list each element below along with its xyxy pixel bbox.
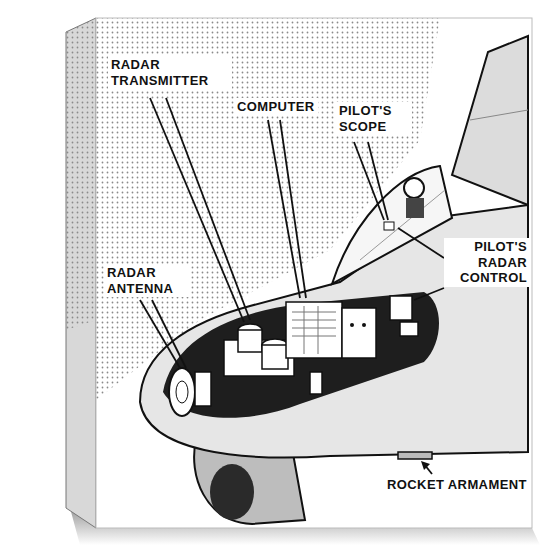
pilot-body xyxy=(406,198,424,218)
radar-control-box xyxy=(400,322,418,336)
radar-dish xyxy=(169,368,195,416)
leader-line xyxy=(152,300,186,368)
leader-line xyxy=(414,288,444,300)
radar-control-box xyxy=(390,296,412,320)
canvas-face xyxy=(96,18,532,528)
computer-box xyxy=(286,302,342,358)
computer-grid xyxy=(292,306,336,354)
part-label: RADAR ANTENNA xyxy=(104,264,190,297)
cutaway-cavity xyxy=(163,292,439,418)
canopy xyxy=(332,166,452,284)
transmitter-tube xyxy=(262,345,288,369)
computer-unit xyxy=(342,308,376,358)
knob xyxy=(362,323,366,327)
leader-line xyxy=(354,142,384,220)
leader-line xyxy=(280,120,306,298)
leader-line xyxy=(368,142,388,220)
intake-mouth xyxy=(210,464,254,520)
side-halftone xyxy=(66,18,96,330)
part-label: COMPUTER xyxy=(234,98,318,116)
antenna-mount xyxy=(195,372,211,406)
pilot-helmet xyxy=(404,178,424,198)
leader-line xyxy=(398,228,444,258)
transmitter-tube xyxy=(238,330,262,352)
rocket-pod xyxy=(398,452,432,459)
knob xyxy=(350,323,354,327)
leader-line xyxy=(140,300,180,368)
part-label: ROCKET ARMAMENT xyxy=(384,476,530,494)
tail-fin xyxy=(452,36,528,205)
radar-dish-ring xyxy=(176,381,188,403)
part-label: PILOT'S RADAR CONTROL xyxy=(444,238,530,287)
arrow-head xyxy=(421,461,430,470)
fin-line xyxy=(470,110,528,120)
part-label: RADAR TRANSMITTER xyxy=(108,56,232,89)
small-unit xyxy=(310,372,322,394)
canopy-frame xyxy=(360,190,445,260)
part-label: PILOT'S SCOPE xyxy=(336,102,412,135)
pilot-scope xyxy=(384,222,394,230)
canvas-side xyxy=(66,18,96,528)
